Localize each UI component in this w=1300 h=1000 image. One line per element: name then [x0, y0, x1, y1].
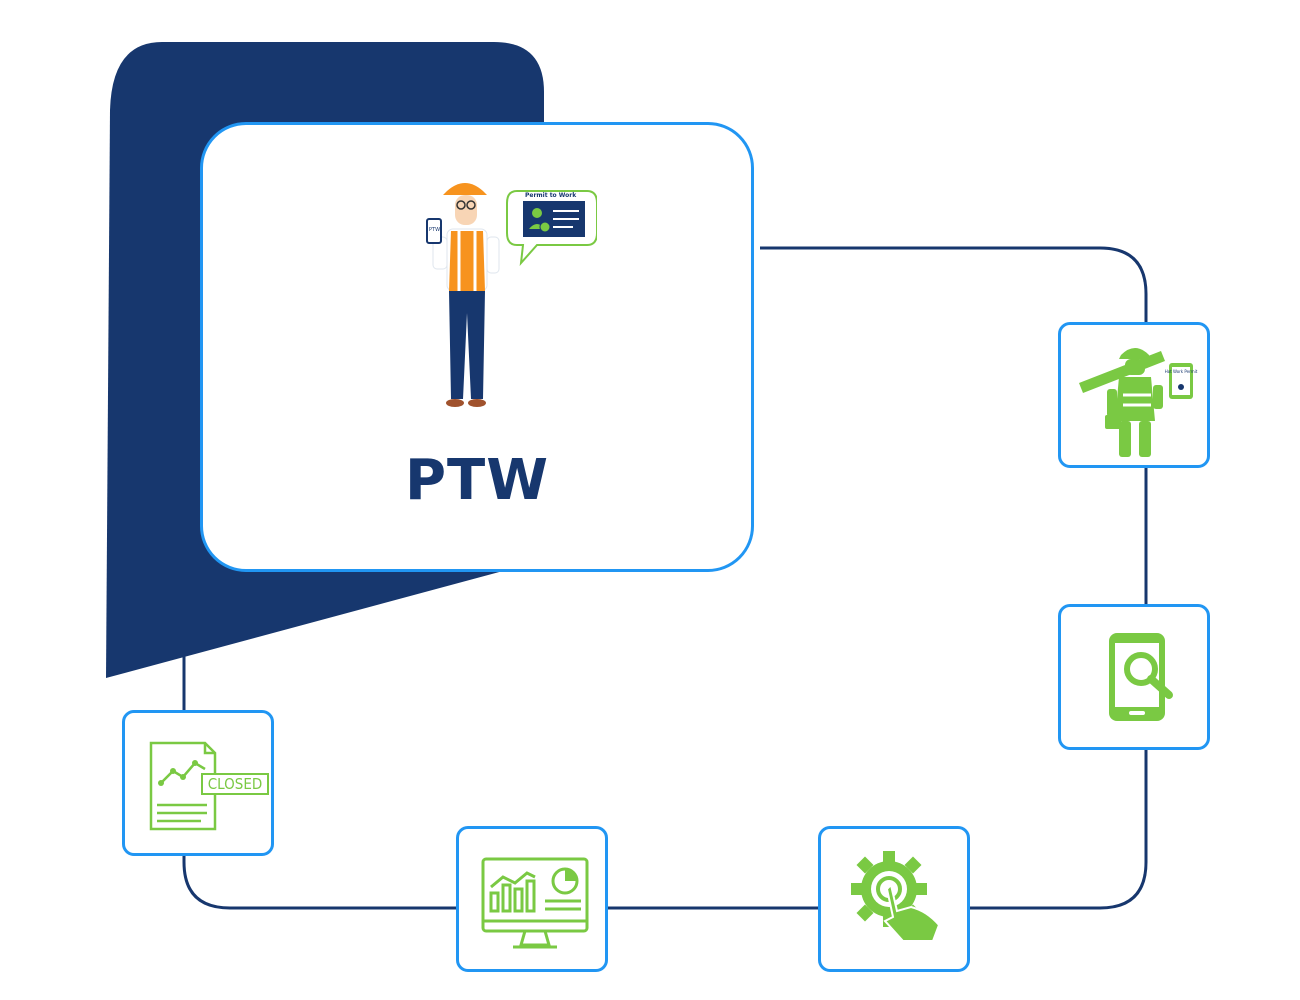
closed-stamp: CLOSED — [201, 773, 269, 795]
step-worker-with-permit[interactable]: Hot Work Permit — [1058, 322, 1210, 468]
worker-illustration: Permit to Work PTW — [426, 183, 597, 407]
gear-touch-icon — [851, 851, 941, 942]
closed-stamp-text: CLOSED — [207, 775, 263, 793]
dashboard-monitor-icon — [481, 857, 589, 949]
connector-loop — [182, 246, 1148, 910]
step-closed-report[interactable]: CLOSED — [122, 710, 274, 856]
step-automation-gear[interactable] — [818, 826, 970, 972]
engineer-figure: PTW — [426, 183, 500, 407]
ptw-main-card: Permit to Work PTW PTW — [200, 122, 754, 572]
bubble-label: Permit to Work — [525, 192, 577, 199]
hot-work-permit-label: Hot Work Permit — [1165, 369, 1198, 374]
worker-with-permit-icon: Hot Work Permit — [1079, 348, 1198, 457]
ptw-title: PTW — [404, 448, 549, 513]
step-mobile-search[interactable] — [1058, 604, 1210, 750]
step-dashboard-analytics[interactable] — [456, 826, 608, 972]
mobile-search-icon — [1109, 633, 1173, 721]
permit-speech-bubble: Permit to Work — [506, 190, 597, 267]
phone-label: PTW — [429, 227, 440, 233]
